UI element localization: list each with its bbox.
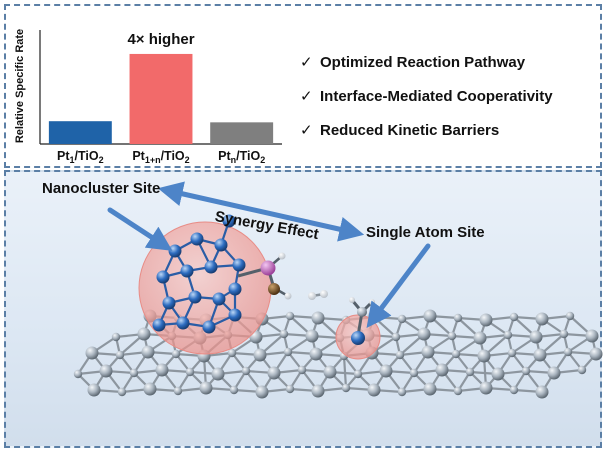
y-axis-label: Relative Specific Rate xyxy=(14,29,26,143)
check-icon: ✓ xyxy=(300,122,313,139)
x-tick-label: Pt1+n/TiO2 xyxy=(132,149,189,165)
highlight-list: ✓ Optimized Reaction Pathway ✓ Interface-M… xyxy=(300,46,600,148)
bar-annotation: 4× higher xyxy=(127,31,194,48)
single-atom-pointer-arrow xyxy=(366,243,431,328)
h2-molecule xyxy=(308,290,328,300)
highlight-text: Reduced Kinetic Barriers xyxy=(320,122,500,139)
x-tick-label: Pt1/TiO2 xyxy=(57,149,104,165)
rate-bar-chart: Relative Specific Rate 4× higher Pt1/TiO… xyxy=(14,29,282,165)
highlight-item: ✓ Interface-Mediated Cooperativity xyxy=(300,80,600,114)
bar xyxy=(210,122,274,144)
bars xyxy=(48,53,274,144)
nanocluster-label: Nanocluster Site xyxy=(42,180,161,197)
check-icon: ✓ xyxy=(300,54,313,71)
highlight-text: Optimized Reaction Pathway xyxy=(320,54,526,71)
highlight-item: ✓ Optimized Reaction Pathway xyxy=(300,46,600,80)
cluster-adsorbate xyxy=(237,252,292,300)
pt-single-atom xyxy=(351,331,365,345)
synergy-arrow xyxy=(157,181,365,242)
highlight-text: Interface-Mediated Cooperativity xyxy=(320,88,553,105)
highlight-item: ✓ Reduced Kinetic Barriers xyxy=(300,114,600,148)
check-icon: ✓ xyxy=(300,88,313,105)
nanocluster-pointer-arrow xyxy=(107,207,173,251)
single-atom-label: Single Atom Site xyxy=(366,224,485,241)
bar xyxy=(129,53,193,144)
x-tick-label: Ptn/TiO2 xyxy=(218,149,265,165)
bar xyxy=(48,121,112,144)
x-tick-labels: Pt1/TiO2 Pt1+n/TiO2 Ptn/TiO2 xyxy=(57,149,265,165)
